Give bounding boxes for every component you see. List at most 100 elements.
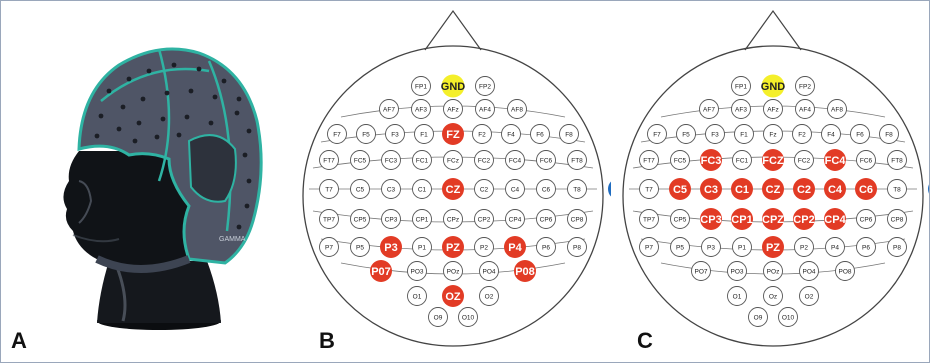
electrode-af8: AF8 [507,99,527,119]
svg-text:FC3: FC3 [385,158,398,165]
electrode-fc2: FC2 [794,150,814,170]
svg-text:C6: C6 [859,184,873,196]
svg-text:PO4: PO4 [802,269,815,276]
svg-text:O1: O1 [413,294,422,301]
svg-text:PZ: PZ [446,242,460,254]
electrode-af7: AF7 [379,99,399,119]
svg-text:CP6: CP6 [860,217,873,224]
svg-text:F7: F7 [333,132,341,139]
svg-text:FC4: FC4 [509,158,522,165]
electrode-po3: PO3 [407,261,427,281]
electrode-fp1: FP1 [731,76,751,96]
svg-text:AF4: AF4 [479,107,491,114]
electrode-af4: AF4 [475,99,495,119]
electrode-fc6: FC6 [856,150,876,170]
electrode-cz: CZ [762,178,784,200]
electrode-c5: C5 [669,178,691,200]
electrode-afz: AFz [763,99,783,119]
electrode-t8: T8 [887,179,907,199]
svg-text:AFz: AFz [767,107,779,114]
svg-text:C4: C4 [828,184,843,196]
electrode-o9: O9 [748,307,768,327]
electrode-c3: C3 [700,178,722,200]
svg-text:C5: C5 [673,184,687,196]
electrode-f4: F4 [821,124,841,144]
electrode-f3: F3 [705,124,725,144]
svg-text:AF4: AF4 [799,107,811,114]
svg-text:P4: P4 [831,245,839,252]
electrode-f5: F5 [676,124,696,144]
electrode-cp8: CP8 [567,209,587,229]
svg-text:F6: F6 [536,132,544,139]
electrode-c1: C1 [731,178,753,200]
svg-text:P7: P7 [325,245,333,252]
electrode-t7: T7 [639,179,659,199]
svg-text:GND: GND [441,81,466,93]
electrode-p7: P7 [319,237,339,257]
svg-text:FP1: FP1 [415,84,427,91]
electrode-c4: C4 [505,179,525,199]
svg-text:FT8: FT8 [891,158,903,165]
svg-text:AF3: AF3 [735,107,747,114]
svg-text:O9: O9 [434,315,443,322]
electrode-fc5: FC5 [350,150,370,170]
svg-text:GND: GND [761,81,786,93]
svg-text:PO7: PO7 [694,269,707,276]
eeg-cap [77,47,263,265]
svg-text:Oz: Oz [769,294,777,301]
svg-text:F8: F8 [885,132,893,139]
electrode-f2: F2 [792,124,812,144]
svg-text:P2: P2 [800,245,808,252]
electrode-ft8: FT8 [887,150,907,170]
svg-text:OZ: OZ [445,291,461,303]
electrode-fp2: FP2 [795,76,815,96]
electrode-f1: F1 [734,124,754,144]
svg-text:P3: P3 [707,245,715,252]
electrode-c5: C5 [350,179,370,199]
svg-text:FT7: FT7 [643,158,655,165]
electrode-f8: F8 [559,124,579,144]
svg-text:CP8: CP8 [571,217,584,224]
electrode-c3: C3 [381,179,401,199]
svg-text:FC2: FC2 [478,158,491,165]
electrode-c6: C6 [855,178,877,200]
svg-text:C2: C2 [480,187,489,194]
electrode-fc4: FC4 [505,150,525,170]
electrode-pz: PZ [442,236,464,258]
svg-text:F8: F8 [565,132,573,139]
head-outline [622,45,924,347]
svg-text:O9: O9 [754,315,763,322]
svg-text:CP5: CP5 [674,217,687,224]
svg-text:P5: P5 [356,245,364,252]
svg-text:PO3: PO3 [730,269,743,276]
electrode-p6: P6 [856,237,876,257]
electrode-afz: AFz [443,99,463,119]
svg-text:O2: O2 [805,294,814,301]
electrode-cp1: CP1 [412,209,432,229]
svg-text:P6: P6 [542,245,550,252]
electrode-cp3: CP3 [700,208,722,230]
electrode-cp4: CP4 [505,209,525,229]
svg-text:F5: F5 [682,132,690,139]
electrode-p5: P5 [670,237,690,257]
electrode-o1: O1 [727,286,747,306]
svg-text:P8: P8 [573,245,581,252]
electrode-p7: P7 [639,237,659,257]
svg-text:CP4: CP4 [824,214,846,226]
electrode-c6: C6 [536,179,556,199]
electrode-c2: C2 [793,178,815,200]
electrode-poz: POz [443,261,463,281]
svg-text:C1: C1 [735,184,749,196]
electrode-fz: Fz [763,124,783,144]
electrode-cp3: CP3 [381,209,401,229]
electrode-o2: O2 [799,286,819,306]
electrode-oz: OZ [442,285,464,307]
panel-label-c: C [637,328,653,353]
reference-electrode: R [928,184,929,194]
electrode-f1: F1 [414,124,434,144]
svg-text:TP7: TP7 [643,217,655,224]
svg-text:F2: F2 [478,132,486,139]
